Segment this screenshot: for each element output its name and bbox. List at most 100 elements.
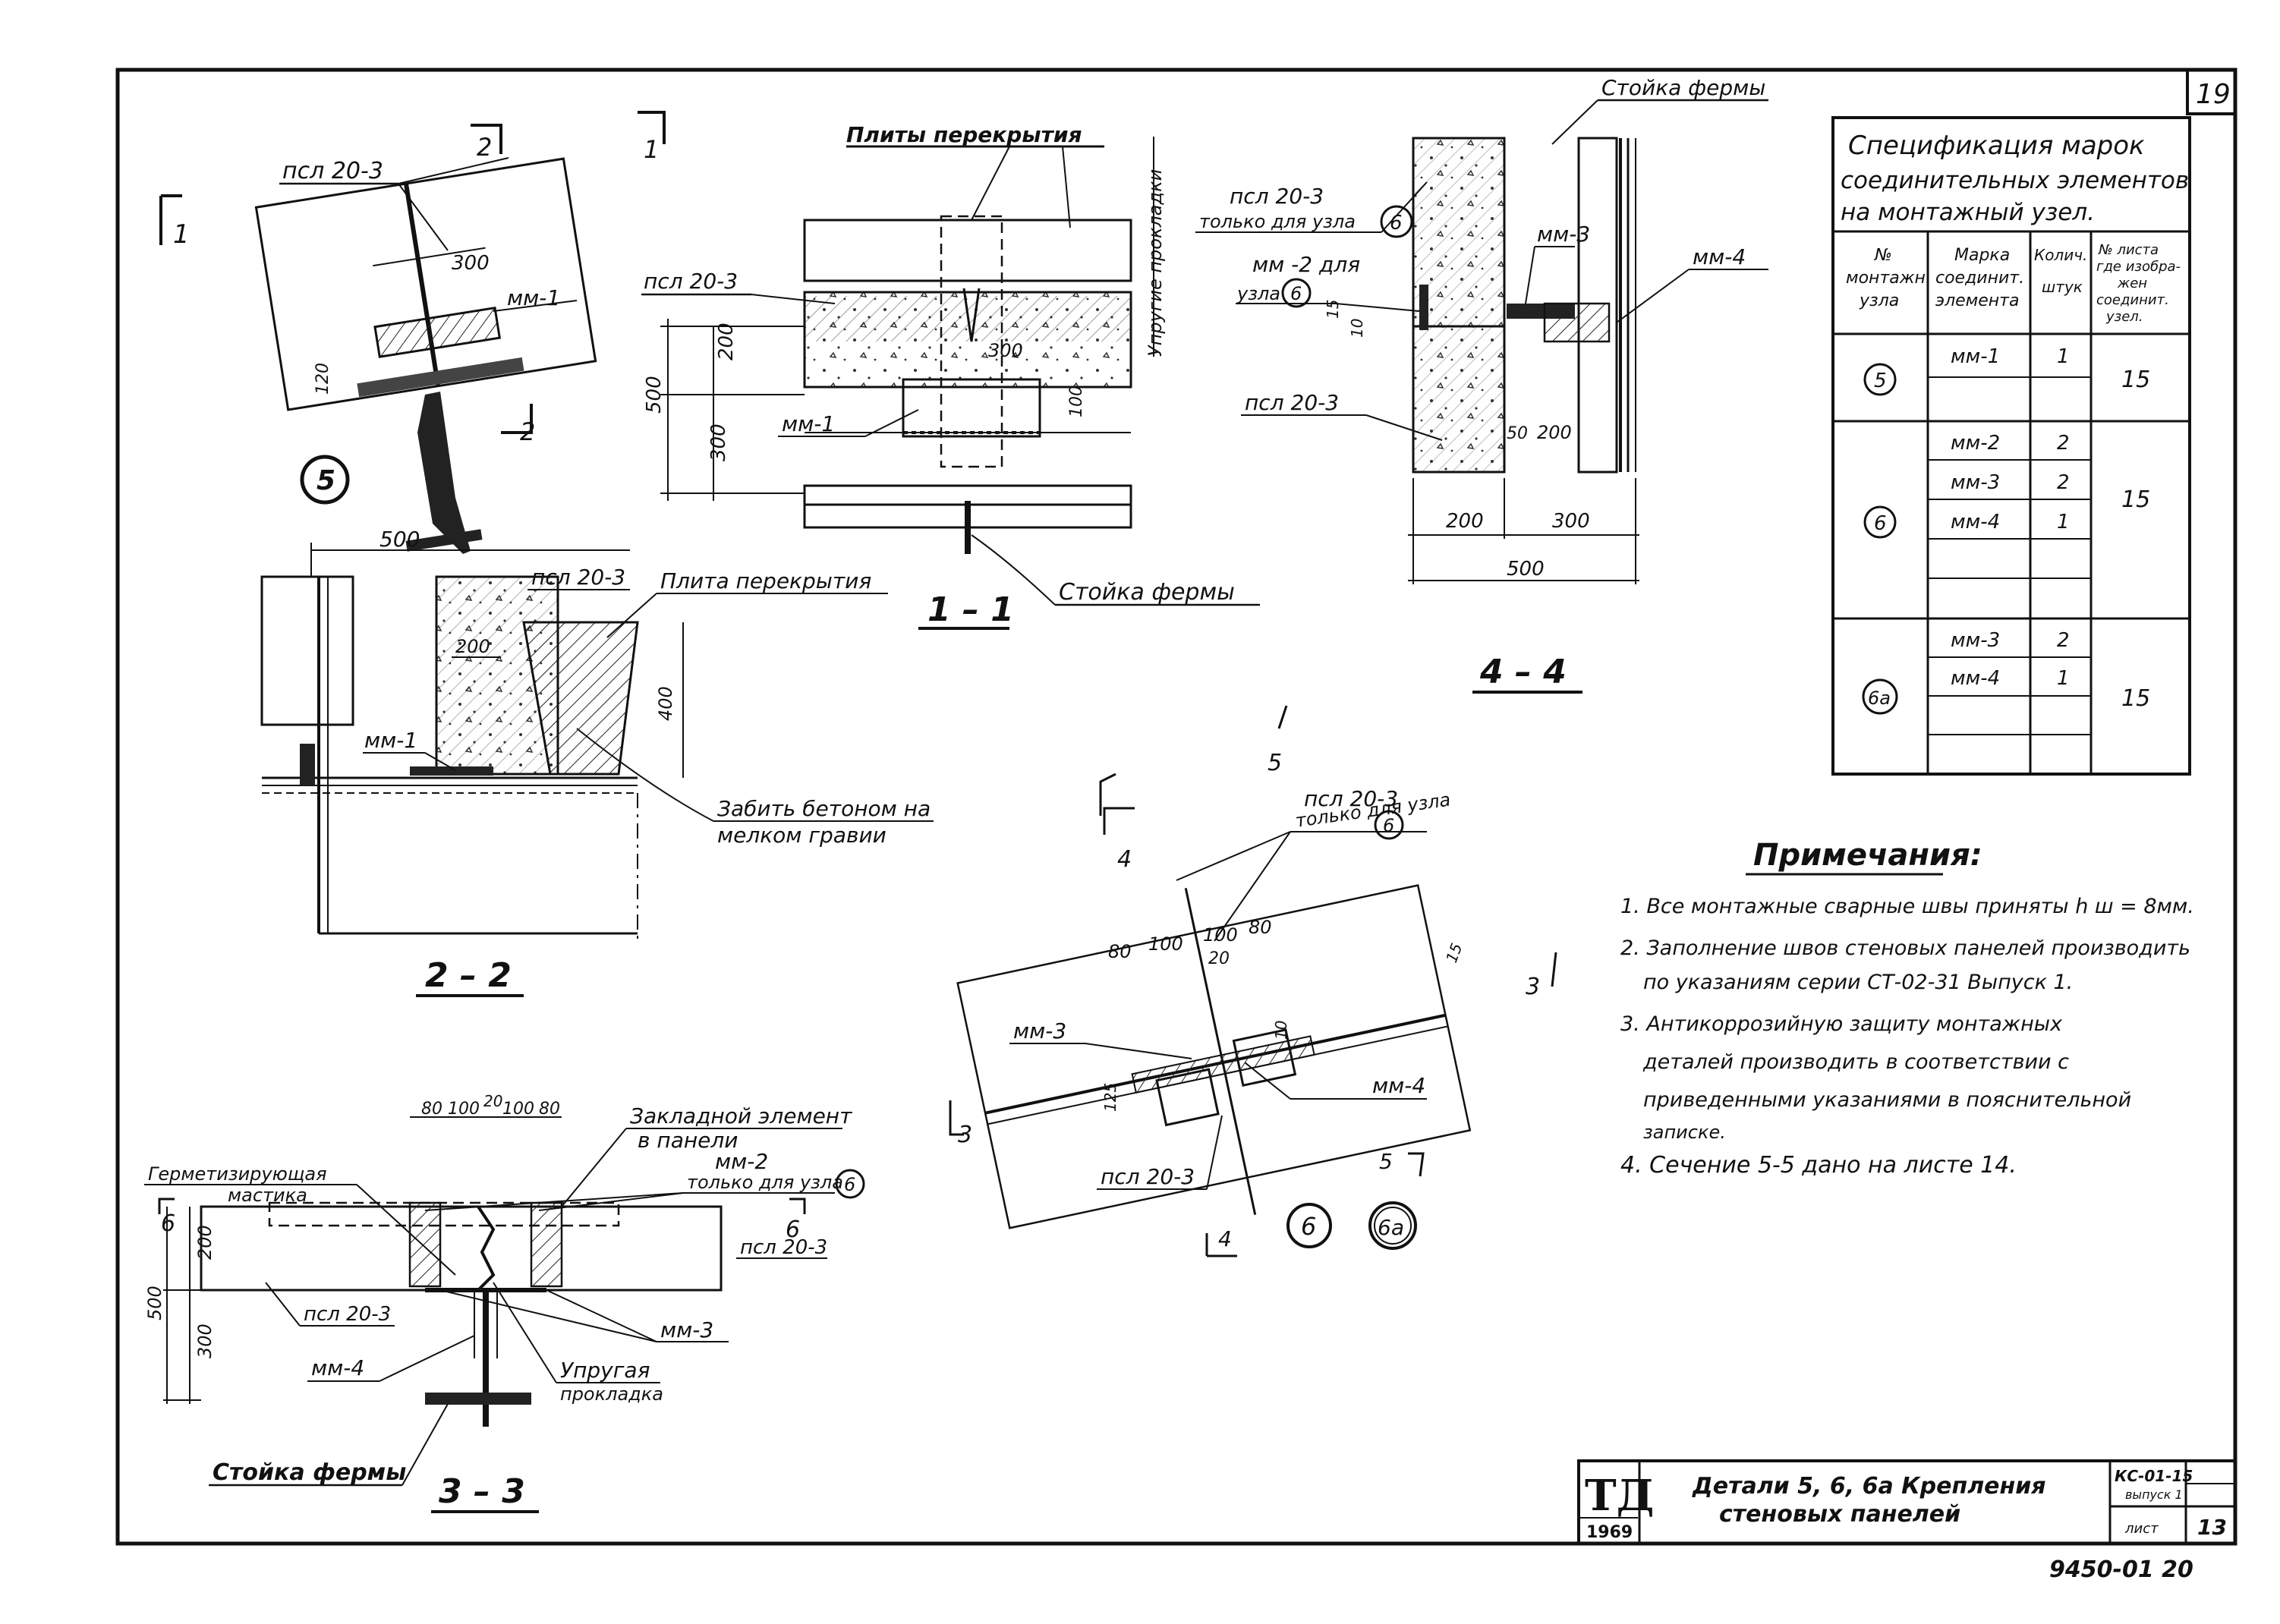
title-section-3-3: 3 – 3 — [439, 1472, 525, 1511]
svg-text:80: 80 — [1108, 941, 1132, 962]
title-section-2-2: 2 – 2 — [425, 956, 512, 995]
svg-text:6: 6 — [786, 1216, 800, 1243]
node6-ref-44: 6 — [1390, 212, 1403, 234]
svg-text:500: 500 — [144, 1286, 165, 1320]
label-mm4-3-3: мм-4 — [311, 1355, 364, 1380]
label-psl-4-4-bottom: псл 20-3 — [1245, 390, 1339, 415]
label-embedded-1: Закладной элемент — [630, 1103, 852, 1128]
hdr-col1-2: узла — [1859, 291, 1899, 310]
hdr-col3-0: Колич. — [2034, 246, 2087, 264]
logo-year: 1969 — [1586, 1523, 1633, 1542]
note-2: 2. Заполнение швов стеновых панелей прои… — [1620, 936, 2190, 960]
svg-text:300: 300 — [194, 1323, 216, 1358]
spec-row3-node: 6а — [1868, 688, 1891, 709]
spec-row1-sheet: 15 — [2121, 367, 2150, 393]
note-1: 1. Все монтажные сварные швы приняты h ш… — [1620, 895, 2194, 918]
corner-number: 19 — [2196, 79, 2231, 110]
spec-row2-node: 6 — [1874, 512, 1887, 535]
note-2b: по указаниям серии СТ-02-31 Выпуск 1. — [1643, 971, 2073, 994]
title-line-2: стеновых панелей — [1719, 1501, 1960, 1528]
label-plates: Плиты перекрытия — [846, 122, 1082, 147]
svg-text:200: 200 — [455, 636, 490, 657]
label-psl-3-3-left: псл 20-3 — [304, 1303, 391, 1326]
hdr-col2-0: Марка — [1954, 246, 2010, 265]
svg-text:1: 1 — [644, 135, 659, 164]
note-3d: записке. — [1643, 1122, 1726, 1143]
note-3b: деталей производить в соответствии с — [1642, 1050, 2069, 1074]
spec-row3-qty2: 1 — [2057, 667, 2070, 690]
spec-row1-node: 5 — [1874, 370, 1887, 392]
outer-frame — [115, 68, 2237, 1546]
section-3-3: 80 100 20 100 80 6 6 500 200 300 Гермети… — [144, 1092, 865, 1513]
svg-text:5: 5 — [1379, 1149, 1393, 1174]
spec-row1-qty1: 1 — [2057, 345, 2070, 368]
svg-text:6: 6 — [1383, 815, 1394, 836]
node6-view: 5 4 80 100 100 80 20 15 125 10 псл 20-3 … — [949, 705, 1557, 1257]
svg-text:100: 100 — [502, 1100, 534, 1119]
label-psl-4-4-top: псл 20-3 — [1230, 184, 1324, 209]
label-truss-3-3: Стойка фермы — [213, 1459, 406, 1486]
hdr-col1-1: монтажн. — [1846, 269, 1931, 288]
svg-text:300: 300 — [988, 340, 1023, 361]
svg-text:20: 20 — [1208, 949, 1230, 968]
svg-text:3: 3 — [1526, 974, 1540, 1000]
label-embedded-2: в панели — [638, 1128, 738, 1153]
svg-text:4: 4 — [1117, 846, 1132, 873]
title-section-1-1: 1 – 1 — [927, 590, 1014, 629]
svg-text:15: 15 — [1442, 941, 1466, 965]
svg-text:2: 2 — [520, 417, 535, 446]
section-1-1: Плиты перекрытия Упругие прокладки псл 2… — [641, 122, 1260, 630]
spec-row2-sheet: 15 — [2121, 486, 2150, 513]
spec-row1-mark1: мм-1 — [1951, 345, 2000, 368]
label-mm3-node6: мм-3 — [1013, 1018, 1066, 1043]
node-6-badge — [1286, 1203, 1332, 1248]
spec-row3-sheet: 15 — [2121, 685, 2150, 712]
spec-row2-mark2: мм-3 — [1951, 471, 2000, 494]
cut-mark-1-left: 1 — [173, 219, 190, 250]
label-sealant-1: Герметизирующая — [148, 1163, 327, 1185]
label-psl-2-2: псл 20-3 — [531, 565, 625, 590]
spec-node-6a-circle — [1862, 678, 1898, 715]
label-psl-node6-bottom: псл 20-3 — [1101, 1164, 1195, 1189]
hdr-col3-1: штук — [2042, 278, 2083, 296]
label-psl-node6-top: псл 20-3 — [1304, 786, 1398, 811]
title-block: ТД 1969 Детали 5, 6, 6а Крепления стенов… — [1577, 1459, 2237, 1545]
label-node-word: узла — [1236, 283, 1280, 304]
spec-table: Спецификация марок соединительных элемен… — [1831, 116, 2191, 776]
label-sealant-2: мастика — [228, 1185, 307, 1206]
label-mm3-4-4: мм-3 — [1537, 222, 1590, 247]
label-only-node-3-3: только для узла — [687, 1172, 843, 1193]
svg-text:50: 50 — [1507, 424, 1528, 443]
label-mm1-2-2: мм-1 — [364, 728, 417, 753]
label-psl-3-3-right: псл 20-3 — [740, 1236, 827, 1259]
svg-text:15: 15 — [1324, 300, 1342, 319]
spec-row2-qty2: 2 — [2057, 471, 2070, 494]
svg-text:500: 500 — [379, 527, 420, 552]
svg-text:125: 125 — [1101, 1083, 1120, 1112]
label-elastic-2: прокладка — [560, 1383, 663, 1405]
hdr-col1-0: № — [1874, 246, 1892, 265]
spec-title-3: на монтажный узел. — [1841, 199, 2095, 226]
svg-text:10: 10 — [1348, 319, 1366, 338]
title-section-4-4: 4 – 4 — [1479, 653, 1567, 691]
svg-text:200: 200 — [715, 323, 738, 360]
svg-text:500: 500 — [643, 376, 666, 414]
hdr-col4-1: где изобра- — [2096, 259, 2181, 275]
svg-text:100: 100 — [1148, 933, 1183, 955]
logo-td: ТД — [1585, 1471, 1654, 1521]
note-4: 4. Сечение 5-5 дано на листе 14. — [1620, 1152, 2017, 1179]
label-elastic-vertical: Упругие прокладки — [1145, 169, 1166, 357]
notes-block: Примечания: 1. Все монтажные сварные швы… — [1620, 838, 2194, 1179]
label-concrete-fill-1: Забить бетоном на — [717, 796, 931, 821]
node-6a-badge — [1368, 1201, 1417, 1250]
spec-row3-qty1: 2 — [2057, 629, 2070, 652]
spec-row2-mark1: мм-2 — [1951, 432, 2000, 455]
svg-text:300: 300 — [452, 252, 490, 275]
label-mm4-node6: мм-4 — [1372, 1073, 1425, 1098]
svg-text:80: 80 — [421, 1100, 442, 1119]
node-5-badge — [300, 455, 350, 505]
node-6-number: 6 — [1301, 1212, 1316, 1241]
svg-text:400: 400 — [655, 686, 676, 721]
svg-text:3: 3 — [958, 1122, 972, 1148]
spec-row3-mark2: мм-4 — [1951, 667, 2000, 690]
